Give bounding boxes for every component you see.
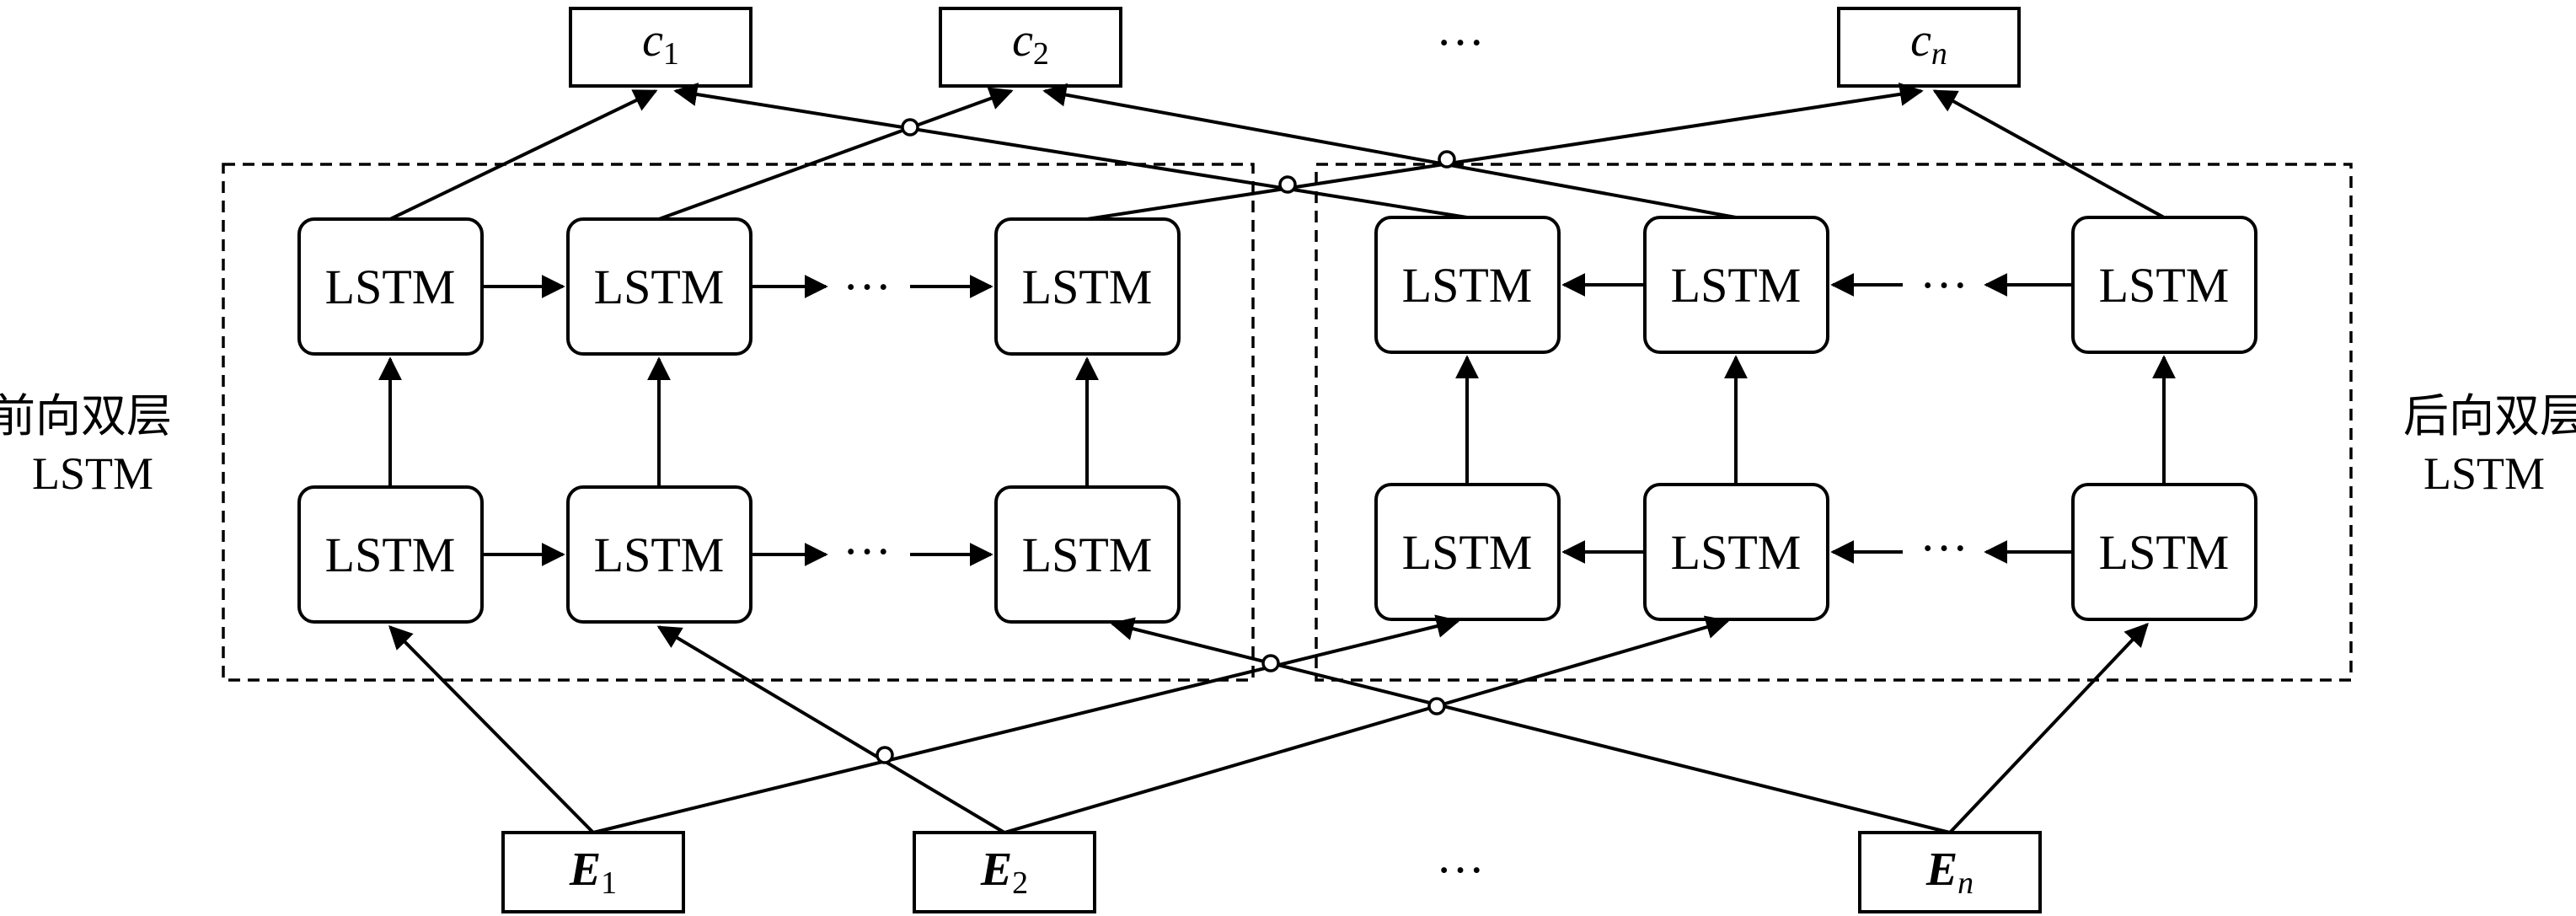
forward-lstm-top-n: LSTM — [994, 217, 1181, 356]
crossing-hop — [1261, 654, 1280, 672]
output-index: 2 — [1033, 36, 1049, 72]
output-box-c2: c2 — [939, 7, 1122, 88]
backward-top-ellipsis: ··· — [1920, 258, 1968, 313]
output-index: n — [1931, 36, 1947, 72]
forward-bottom-ellipsis: ··· — [843, 524, 892, 579]
output-box-cn: cn — [1837, 7, 2021, 88]
input-symbol: E — [1925, 844, 1957, 896]
e1-to-forward-arrow — [388, 625, 595, 834]
lstm-label: LSTM — [1402, 258, 1533, 313]
e2-to-backward-arrow — [1004, 615, 1730, 834]
forward-group-sublabel: LSTM — [32, 448, 153, 499]
backward-lstm-bottom-2: LSTM — [1643, 483, 1829, 621]
e1-to-backward-arrow — [592, 614, 1460, 834]
backward-lstm-top-2: LSTM — [1643, 216, 1829, 354]
input-box-en: En — [1858, 831, 2042, 913]
backward-to-c1-arrow — [673, 83, 1468, 219]
en-to-forward-arrow — [1110, 617, 1951, 834]
backward-lstm-top-n: LSTM — [2071, 216, 2257, 354]
crossing-hop — [1427, 697, 1446, 715]
lstm-label: LSTM — [1402, 525, 1533, 580]
svg-text:cn: cn — [1910, 14, 1947, 72]
e2-to-forward-arrow — [656, 625, 1006, 834]
svg-text:En: En — [1925, 844, 1974, 901]
forward-lstm-bottom-2: LSTM — [566, 485, 752, 624]
lstm-label: LSTM — [2099, 525, 2230, 580]
forward-to-c2-arrow — [658, 87, 1014, 221]
forward-lstm-bottom-1: LSTM — [297, 485, 484, 624]
forward-lstm-top-1: LSTM — [297, 217, 484, 356]
forward-lstm-bottom-n: LSTM — [994, 485, 1181, 624]
input-box-e1: E1 — [501, 831, 685, 913]
backward-group-sublabel: LSTM — [2423, 448, 2545, 499]
output-box-c1: c1 — [569, 7, 752, 88]
lstm-label: LSTM — [325, 528, 456, 582]
svg-text:c2: c2 — [1012, 14, 1049, 72]
forward-to-cn-arrow — [1086, 82, 1924, 221]
backward-group-label: 后向双层 — [2403, 391, 2576, 442]
backward-lstm-bottom-n: LSTM — [2071, 483, 2257, 621]
en-to-backward-arrow — [1948, 622, 2149, 834]
input-index: n — [1957, 865, 1974, 901]
output-ellipsis: ··· — [1436, 15, 1485, 70]
lstm-label: LSTM — [1022, 528, 1153, 582]
input-ellipsis: ··· — [1436, 843, 1485, 897]
input-symbol: E — [569, 844, 601, 896]
lstm-label: LSTM — [594, 528, 725, 582]
input-box-e2: E2 — [913, 831, 1096, 913]
output-symbol: c — [642, 14, 663, 67]
backward-lstm-bottom-1: LSTM — [1374, 483, 1561, 621]
lstm-label: LSTM — [1022, 260, 1153, 314]
output-symbol: c — [1910, 14, 1931, 67]
forward-group-label: 前向双层 — [0, 391, 172, 442]
lstm-label: LSTM — [325, 260, 456, 314]
output-index: 1 — [663, 36, 679, 72]
backward-to-cn-arrow — [1932, 89, 2165, 219]
input-symbol: E — [980, 844, 1012, 896]
lstm-label: LSTM — [1671, 525, 1802, 580]
backward-bottom-ellipsis: ··· — [1920, 521, 1968, 576]
backward-to-c2-arrow — [1042, 83, 1737, 219]
crossing-hop — [901, 118, 919, 137]
forward-to-c1-arrow — [389, 89, 658, 221]
crossing-hop — [1438, 150, 1456, 169]
output-symbol: c — [1012, 14, 1033, 67]
lstm-label: LSTM — [594, 260, 725, 314]
lstm-label: LSTM — [1671, 258, 1802, 313]
forward-lstm-top-2: LSTM — [566, 217, 752, 356]
crossing-hop — [1278, 175, 1297, 194]
svg-text:c1: c1 — [642, 14, 679, 72]
forward-top-ellipsis: ··· — [843, 260, 892, 314]
svg-text:E2: E2 — [980, 844, 1028, 901]
input-index: 2 — [1012, 865, 1028, 901]
backward-lstm-top-1: LSTM — [1374, 216, 1561, 354]
crossing-hop — [876, 746, 894, 764]
svg-text:E1: E1 — [569, 844, 617, 901]
input-index: 1 — [601, 865, 617, 901]
forward-group-frame — [222, 163, 1255, 682]
lstm-label: LSTM — [2099, 258, 2230, 313]
